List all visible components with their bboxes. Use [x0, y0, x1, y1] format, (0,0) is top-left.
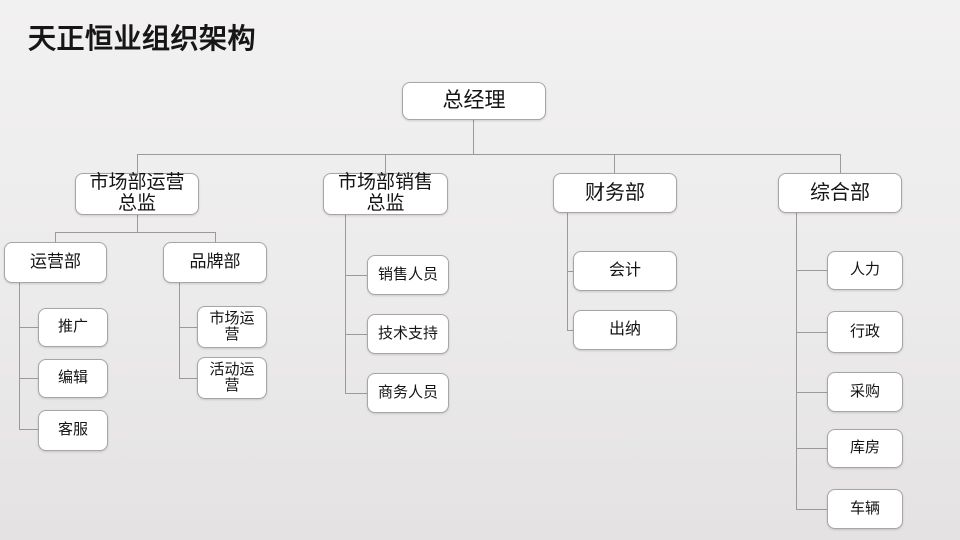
org-node-marketing-sales-director[interactable]: 市场部销售 总监: [323, 172, 448, 215]
connector-elbow-admin: [796, 332, 827, 333]
connector-elbow-procurement: [796, 392, 827, 393]
connector-elbow-tech-support: [345, 334, 367, 335]
connector-elbow-business-staff: [345, 393, 367, 394]
org-node-market-operations[interactable]: 市场运 营: [197, 306, 267, 348]
org-node-brand-dept[interactable]: 品牌部: [163, 242, 267, 283]
org-node-cashier[interactable]: 出纳: [573, 310, 677, 350]
slide-title: 天正恒业组织架构: [28, 23, 257, 54]
org-node-promotion[interactable]: 推广: [38, 308, 108, 347]
connector-elbow-sales-staff: [345, 275, 367, 276]
org-node-general-manager[interactable]: 总经理: [402, 82, 546, 120]
org-node-procurement[interactable]: 采购: [827, 372, 903, 412]
org-node-warehouse[interactable]: 库房: [827, 429, 903, 468]
org-node-marketing-ops-director[interactable]: 市场部运营 总监: [75, 172, 199, 215]
connector-stub-finance: [614, 154, 615, 173]
connector-level2-rail: [137, 154, 841, 155]
org-node-business-staff[interactable]: 商务人员: [367, 373, 449, 413]
connector-elbow-accounting: [567, 271, 574, 272]
connector-general-hang: [796, 212, 797, 509]
org-node-general-dept[interactable]: 综合部: [778, 173, 902, 213]
connector-root-stub: [473, 119, 474, 154]
connector-elbow-cashier: [567, 330, 574, 331]
org-node-event-operations[interactable]: 活动运 营: [197, 357, 267, 399]
org-node-tech-support[interactable]: 技术支持: [367, 314, 449, 354]
connector-elbow-editing: [19, 378, 38, 379]
connector-operations-hang: [19, 283, 20, 429]
org-node-admin[interactable]: 行政: [827, 311, 903, 353]
connector-marketing-ops-rail: [55, 232, 216, 233]
connector-stub-marketing-sales: [385, 154, 386, 173]
connector-elbow-warehouse: [796, 448, 827, 449]
org-node-operations-dept[interactable]: 运营部: [4, 242, 107, 283]
connector-sales-hang: [345, 215, 346, 393]
connector-stub-operations-dept: [55, 232, 56, 242]
connector-stub-marketing-ops: [137, 154, 138, 173]
connector-elbow-vehicles: [796, 509, 827, 510]
connector-stub-general: [840, 154, 841, 173]
org-node-editing[interactable]: 编辑: [38, 359, 108, 398]
connector-stub-brand-dept: [215, 232, 216, 242]
connector-elbow-hr: [796, 270, 827, 271]
connector-elbow-market-operations: [179, 327, 197, 328]
org-node-hr[interactable]: 人力: [827, 251, 903, 290]
org-node-vehicles[interactable]: 车辆: [827, 489, 903, 529]
org-node-sales-staff[interactable]: 销售人员: [367, 255, 449, 295]
org-node-accounting[interactable]: 会计: [573, 251, 677, 291]
connector-elbow-event-operations: [179, 378, 197, 379]
connector-brand-hang: [179, 283, 180, 378]
connector-elbow-promotion: [19, 327, 38, 328]
org-node-customer-service[interactable]: 客服: [38, 410, 108, 451]
connector-marketing-ops-down: [137, 215, 138, 232]
connector-elbow-customer-service: [19, 429, 38, 430]
org-node-finance-dept[interactable]: 财务部: [553, 173, 677, 213]
